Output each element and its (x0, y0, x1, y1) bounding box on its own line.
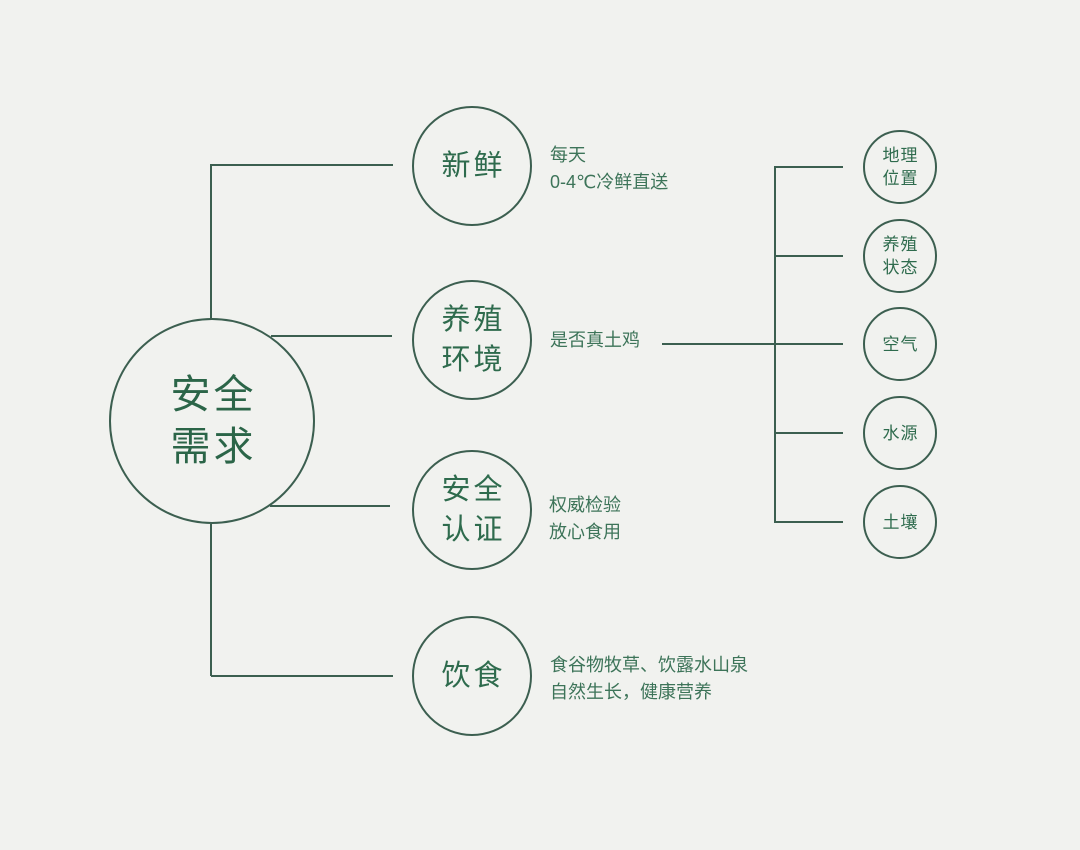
note-line: 0-4℃冷鲜直送 (550, 172, 669, 192)
note-fresh: 每天 0-4℃冷鲜直送 (550, 142, 668, 196)
branch-label-line: 认证 (441, 514, 506, 546)
connector-to-certification (270, 505, 390, 507)
connector-to-diet (211, 675, 393, 677)
branch-label-line: 养殖 (441, 304, 506, 336)
connector-to-water-source (775, 432, 843, 434)
connector-to-fresh (211, 164, 393, 166)
connector-root-up-vertical (210, 164, 212, 320)
branch-label-line: 安全 (441, 474, 506, 506)
leaf-label-line: 空气 (882, 334, 919, 354)
leaf-label-line: 地理 (882, 146, 919, 165)
leaf-label-line: 养殖 (882, 235, 919, 254)
connector-root-down-vertical (210, 524, 212, 676)
connector-to-breeding-environment (271, 335, 392, 337)
root-label-line: 安全 (170, 373, 257, 417)
branch-label-line: 新鲜 (441, 150, 506, 182)
note-line: 放心食用 (549, 522, 621, 542)
note-breeding-environment: 是否真土鸡 (550, 327, 640, 354)
leaf-node-air: 空气 (863, 307, 937, 381)
leaf-label-line: 位置 (882, 169, 919, 188)
leaf-label-line: 状态 (882, 258, 919, 277)
leaf-node-water-source: 水源 (863, 396, 937, 470)
branch-node-safety-certification: 安全 认证 (412, 450, 532, 570)
root-label-line: 需求 (170, 425, 257, 469)
note-diet: 食谷物牧草、饮露水山泉 自然生长，健康营养 (550, 652, 748, 706)
note-line: 权威检验 (549, 495, 621, 515)
leaf-label-line: 土壤 (882, 512, 919, 532)
connector-to-soil (775, 521, 843, 523)
leaf-node-soil: 土壤 (863, 485, 937, 559)
leaf-node-geographic-location: 地理 位置 (863, 130, 937, 204)
note-line: 自然生长，健康营养 (550, 682, 712, 702)
branch-label-line: 饮食 (441, 660, 506, 692)
branch-label-line: 环境 (441, 344, 506, 376)
root-node-safety-needs: 安全 需求 (109, 318, 315, 524)
note-line: 每天 (550, 145, 586, 165)
note-line: 是否真土鸡 (550, 330, 640, 350)
branch-node-fresh: 新鲜 (412, 106, 532, 226)
leaf-node-breeding-status: 养殖 状态 (863, 219, 937, 293)
connector-to-geographic-location (775, 166, 843, 168)
connector-leaf-spine (774, 166, 776, 523)
branch-node-diet: 饮食 (412, 616, 532, 736)
note-line: 食谷物牧草、饮露水山泉 (550, 655, 748, 675)
connector-to-breeding-status (775, 255, 843, 257)
connector-env-to-air (662, 343, 843, 345)
note-certification: 权威检验 放心食用 (549, 492, 621, 546)
leaf-label-line: 水源 (882, 423, 919, 443)
branch-node-breeding-environment: 养殖 环境 (412, 280, 532, 400)
